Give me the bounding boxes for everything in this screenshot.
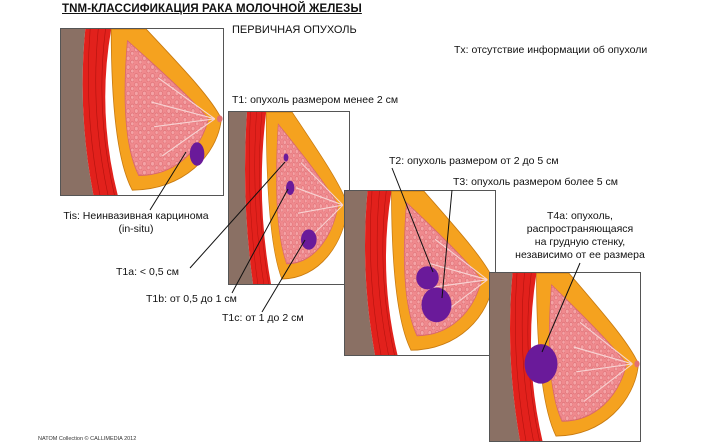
label-t4a-line2: распространяющаяся	[526, 223, 634, 235]
diagram-title: TNM-КЛАССИФИКАЦИЯ РАКА МОЛОЧНОЙ ЖЕЛЕЗЫ	[62, 3, 362, 15]
panel-tis	[60, 28, 224, 196]
label-tx: Tx: отсутствие информации об опухоли	[454, 44, 648, 56]
tumor-t3	[421, 287, 452, 323]
tumor-t1a	[283, 153, 289, 162]
panel-t1	[228, 111, 350, 285]
label-t4a: T4a: опухоль, распространяющаяся на груд…	[505, 210, 655, 262]
label-t4a-line1: T4a: опухоль,	[547, 210, 613, 222]
tumor-tis	[189, 142, 205, 166]
label-t4a-line3: на грудную стенку,	[534, 236, 626, 248]
panel-t4a	[489, 272, 641, 442]
label-t3: T3: опухоль размером более 5 см	[453, 176, 618, 188]
copyright-text: NATOM Collection © CALLIMEDIA 2012	[38, 436, 137, 442]
label-tis: Tis: Неинвазивная карцинома (in-situ)	[52, 210, 220, 236]
diagram-subtitle: ПЕРВИЧНАЯ ОПУХОЛЬ	[232, 24, 357, 36]
tumor-t2	[416, 266, 439, 290]
label-tis-line2: (in-situ)	[118, 223, 154, 235]
label-t4a-line4: независимо от ее размера	[515, 249, 645, 261]
label-t2: T2: опухоль размером от 2 до 5 см	[389, 155, 559, 167]
label-tis-line1: Tis: Неинвазивная карцинома	[63, 210, 209, 222]
tumor-t1b	[286, 180, 295, 195]
label-t1: T1: опухоль размером менее 2 см	[232, 94, 399, 106]
panel-t2-t3	[344, 190, 496, 356]
label-t1a: T1a: < 0,5 см	[116, 266, 179, 278]
tumor-t1c	[301, 229, 317, 250]
label-t1c: T1c: от 1 до 2 см	[222, 312, 304, 324]
tumor-t4a	[524, 344, 558, 384]
label-t1b: T1b: от 0,5 до 1 см	[146, 293, 237, 305]
